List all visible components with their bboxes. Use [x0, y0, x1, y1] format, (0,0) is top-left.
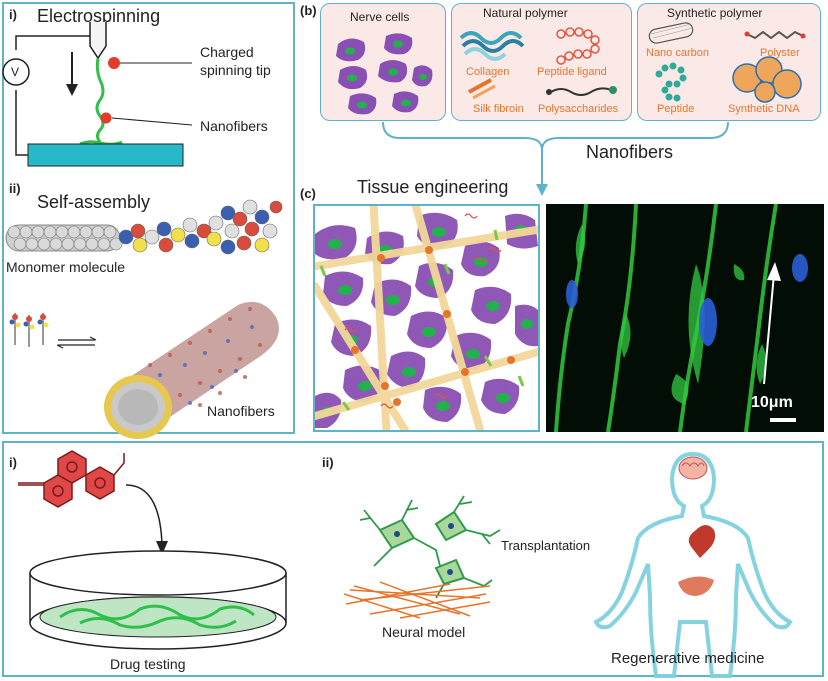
- human-body-illustration: [593, 451, 793, 678]
- monomer-molecule-label: Monomer molecule: [6, 259, 126, 275]
- arrow-down-icon: [66, 84, 78, 96]
- equilibrium-arrows-icon: [56, 336, 97, 349]
- small-monomers-icon: [9, 313, 49, 347]
- nerve-cells-label: Nerve cells: [350, 10, 410, 24]
- liver-icon: [678, 576, 714, 596]
- nano-carbon-icon: [648, 22, 694, 44]
- applications-panel: [2, 441, 824, 677]
- charged-tip-marker: [108, 57, 120, 69]
- polyster-label: Polyster: [760, 47, 800, 59]
- self-assembly-title: Self-assembly: [37, 192, 151, 212]
- bottom-part-ii: ii): [322, 455, 334, 470]
- panel-a-part-i: i): [9, 7, 17, 22]
- polysaccharides-icon: [546, 86, 617, 96]
- nerve-cells-box: [320, 3, 446, 121]
- collector-plate: [27, 143, 184, 167]
- synthetic-dna-label: Synthetic DNA: [728, 103, 800, 115]
- heart-icon: [688, 525, 716, 558]
- arrow-down-icon: [156, 541, 168, 555]
- bottom-part-i: i): [9, 455, 17, 470]
- panel-c-letter: (c): [300, 186, 316, 201]
- drug-testing-illustration: [18, 450, 287, 650]
- silk-fibroin-icon: [468, 78, 496, 100]
- synthetic-polymer-title: Synthetic polymer: [667, 6, 763, 20]
- polyster-icon: [744, 30, 806, 40]
- polysaccharides-label: Polysaccharides: [538, 103, 619, 115]
- monomer-molecule-icon: [5, 199, 283, 255]
- nano-carbon-label: Nano carbon: [646, 47, 709, 59]
- natural-polymer-title: Natural polymer: [483, 6, 568, 20]
- nanofiber-marker: [100, 112, 112, 124]
- regenerative-medicine-label: Regenerative medicine: [611, 650, 765, 667]
- synthetic-polymer-illustration: [648, 22, 806, 103]
- self-assembly-diagram: [5, 199, 283, 439]
- transplantation-label: Transplantation: [501, 538, 591, 553]
- electrospinning-diagram: [2, 22, 193, 167]
- synthetic-polymer-box: [637, 3, 821, 121]
- nanofibers-label: Nanofibers: [200, 118, 268, 134]
- collagen-icon: [459, 31, 525, 61]
- nanofibers-bracket: [382, 121, 729, 196]
- drug-testing-label: Drug testing: [110, 656, 186, 672]
- natural-polymer-illustration: [459, 27, 617, 100]
- electrospinning-title: Electrospinning: [37, 6, 161, 26]
- scaffold-illustration: [315, 206, 538, 430]
- neural-model-label: Neural model: [382, 624, 466, 640]
- peptide-ligand-label: Peptide ligand: [537, 66, 607, 78]
- nanofiber-cylinder-icon: [104, 301, 279, 439]
- voltage-symbol: V: [11, 65, 20, 79]
- charged-tip-label-line2: spinning tip: [200, 62, 271, 78]
- peptide-ligand-icon: [556, 27, 600, 65]
- nanofibers-label-2: Nanofibers: [207, 403, 275, 419]
- nanofibers-caption: Nanofibers: [586, 142, 674, 162]
- scale-bar-label: 10μm: [751, 394, 793, 411]
- voltage-source-icon: [2, 58, 30, 86]
- micrograph-fibers: [554, 204, 808, 432]
- drug-molecule-icon: [43, 450, 115, 508]
- panel-a-part-ii: ii): [9, 181, 21, 196]
- charged-tip-label-line1: Charged: [200, 44, 254, 60]
- neural-model-illustration: [343, 495, 501, 619]
- neuron-network-icon: [378, 510, 468, 586]
- peptide-label: Peptide: [657, 103, 695, 115]
- panel-b-letter: (b): [300, 3, 317, 18]
- petri-dish-icon: [29, 550, 287, 650]
- synthetic-dna-icon: [732, 56, 802, 103]
- nerve-cells-illustration: [336, 33, 433, 115]
- tissue-engineering-title: Tissue engineering: [357, 177, 509, 197]
- direction-arrow-icon: [767, 262, 781, 281]
- collagen-label: Collagen: [466, 66, 510, 78]
- peptide-icon: [655, 62, 687, 102]
- fluorescence-micrograph: 10μm: [546, 204, 824, 432]
- human-body-icon: [593, 451, 793, 678]
- silk-fibroin-label: Silk fibroin: [473, 103, 524, 115]
- arrow-down-icon: [536, 184, 548, 196]
- natural-polymer-box: [451, 3, 632, 121]
- brain-icon: [678, 456, 708, 480]
